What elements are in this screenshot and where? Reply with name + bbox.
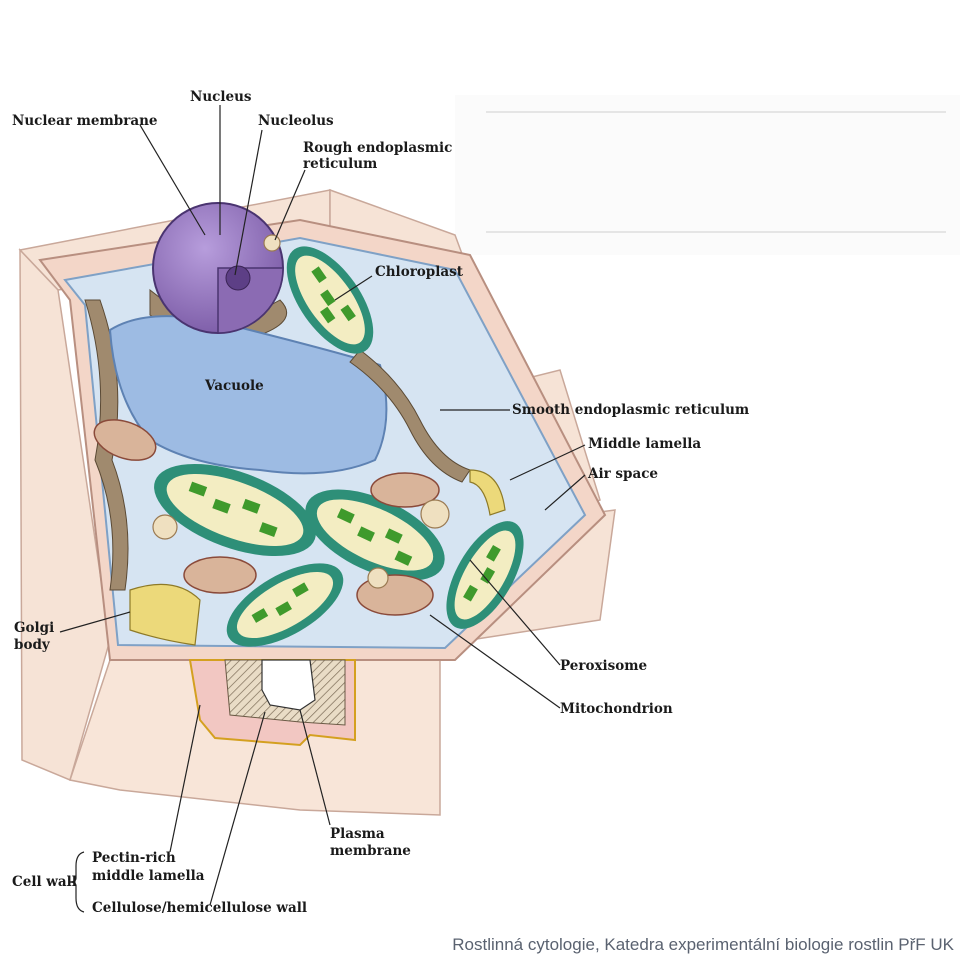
golgi-bodies [129, 469, 506, 646]
nucleolus-label: Nucleolus [258, 113, 334, 129]
nucleus [152, 202, 284, 334]
mitochondria [93, 419, 440, 616]
nucleus-label: Nucleus [190, 89, 252, 105]
cellulose-wall-label: Cellulose/hemicellulose wall [92, 900, 307, 916]
footer-credit: Rostlinná cytologie, Katedra experimentá… [452, 935, 954, 954]
air-space-label: Air space [587, 466, 658, 482]
rough-er-label-line1: Rough endoplasmic [303, 140, 452, 156]
mitochondrion-label: Mitochondrion [560, 701, 673, 717]
rough-er-label-line2: reticulum [303, 156, 377, 172]
middle-lamella-label: Middle lamella [588, 436, 701, 452]
peroxisomes [152, 234, 450, 589]
cell-wall-cutaway [188, 659, 356, 747]
peroxisome-label: Peroxisome [560, 658, 647, 674]
background-panel [455, 95, 960, 255]
labels: Nucleus Nuclear membrane Nucleolus Rough… [12, 89, 749, 916]
plasma-membrane-label-line2: membrane [330, 843, 411, 859]
vacuole-label: Vacuole [204, 378, 264, 394]
chloroplast-label: Chloroplast [375, 264, 464, 280]
pectin-label-line1: Pectin-rich [92, 850, 176, 866]
golgi-label-line1: Golgi [14, 620, 54, 636]
chloroplasts [154, 246, 524, 647]
cell-wall-label: Cell wall [12, 874, 77, 890]
pectin-label-line2: middle lamella [92, 868, 205, 884]
smooth-er [349, 349, 471, 483]
plasma-membrane-label-line1: Plasma [330, 826, 385, 842]
leader-lines [59, 105, 586, 913]
smooth-er-label: Smooth endoplasmic reticulum [512, 402, 749, 418]
golgi-label-line2: body [14, 637, 51, 653]
nuclear-membrane-label: Nuclear membrane [12, 113, 158, 129]
